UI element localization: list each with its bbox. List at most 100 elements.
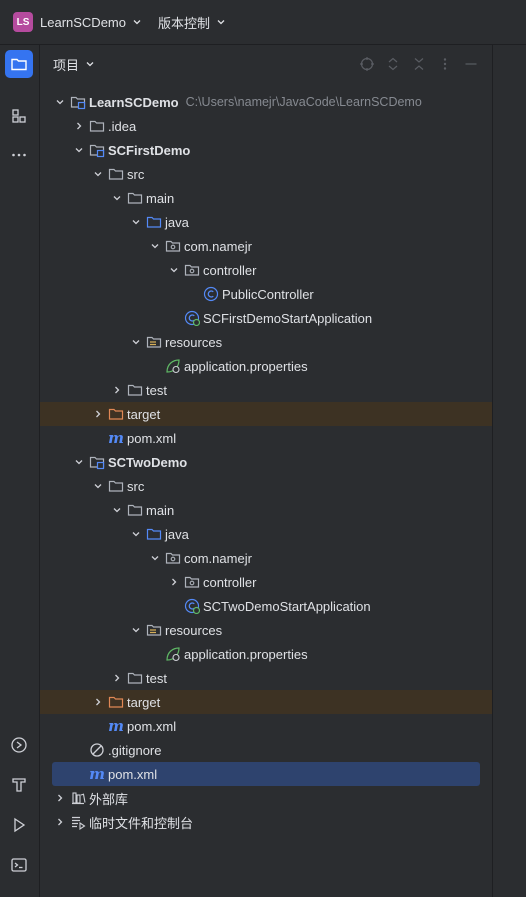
- tree-row-m1-pkg[interactable]: com.namejr: [40, 234, 492, 258]
- tree-label: controller: [203, 262, 257, 278]
- tree-label: java: [165, 214, 189, 230]
- tree-label: resources: [165, 334, 223, 350]
- terminal-tool-icon[interactable]: [5, 851, 33, 879]
- options-icon[interactable]: [436, 55, 454, 73]
- tree-row-scratch[interactable]: 临时文件和控制台: [40, 810, 492, 834]
- tree-row-m1[interactable]: SCFirstDemo: [40, 138, 492, 162]
- chevron-down-icon[interactable]: [128, 622, 144, 638]
- chevron-right-icon[interactable]: [52, 814, 68, 830]
- more-tools-icon[interactable]: [5, 141, 33, 169]
- chevron-down-icon[interactable]: [166, 262, 182, 278]
- tree-row-m1-java[interactable]: java: [40, 210, 492, 234]
- chevron-down-icon[interactable]: [90, 478, 106, 494]
- collapse-all-icon[interactable]: [410, 55, 428, 73]
- folder-icon: [89, 118, 105, 134]
- spring-properties-icon: [165, 358, 181, 374]
- tree-row-m1-props[interactable]: application.properties: [40, 354, 492, 378]
- folder-icon: [108, 166, 124, 182]
- folder-icon: [108, 478, 124, 494]
- chevron-down-icon[interactable]: [109, 190, 125, 206]
- chevron-down-icon[interactable]: [71, 454, 87, 470]
- services-tool-icon[interactable]: [5, 731, 33, 759]
- structure-tool-icon[interactable]: [5, 102, 33, 130]
- tree-row-m2-props[interactable]: application.properties: [40, 642, 492, 666]
- chevron-down-icon[interactable]: [90, 166, 106, 182]
- tree-row-m1-res[interactable]: resources: [40, 330, 492, 354]
- project-badge[interactable]: LS: [13, 12, 33, 32]
- chevron-right-icon[interactable]: [166, 574, 182, 590]
- minimize-icon[interactable]: [462, 55, 480, 73]
- project-name[interactable]: LearnSCDemo: [40, 14, 126, 30]
- vcs-menu[interactable]: 版本控制: [158, 15, 211, 31]
- maven-icon: m: [89, 765, 105, 783]
- tree-row-m1-target[interactable]: target: [40, 402, 492, 426]
- chevron-right-icon[interactable]: [71, 118, 87, 134]
- chevron-right-icon[interactable]: [52, 790, 68, 806]
- project-tool-icon[interactable]: [5, 50, 33, 78]
- class-icon: [203, 286, 219, 302]
- tree-spacer: [185, 286, 201, 302]
- chevron-right-icon[interactable]: [109, 670, 125, 686]
- tree-row-m1-app[interactable]: SCFirstDemoStartApplication: [40, 306, 492, 330]
- tree-row-m2-res[interactable]: resources: [40, 618, 492, 642]
- tree-row-m2-target[interactable]: target: [40, 690, 492, 714]
- panel-title[interactable]: 项目: [53, 57, 80, 73]
- chevron-down-icon[interactable]: [147, 238, 163, 254]
- chevron-right-icon[interactable]: [90, 406, 106, 422]
- tree-row-m2-test[interactable]: test: [40, 666, 492, 690]
- tree-row-m2-main[interactable]: main: [40, 498, 492, 522]
- chevron-down-icon[interactable]: [85, 59, 95, 69]
- folder-icon: [127, 382, 143, 398]
- tree-row-m1-test[interactable]: test: [40, 378, 492, 402]
- chevron-right-icon[interactable]: [90, 694, 106, 710]
- tree-row-m1-pc[interactable]: PublicController: [40, 282, 492, 306]
- tree-row-m1-ctrl[interactable]: controller: [40, 258, 492, 282]
- spring-properties-icon: [165, 646, 181, 662]
- panel-header: 项目: [40, 45, 492, 83]
- tree-label: resources: [165, 622, 223, 638]
- chevron-down-icon[interactable]: [128, 526, 144, 542]
- maven-icon: m: [108, 429, 124, 447]
- tree-row-m2[interactable]: SCTwoDemo: [40, 450, 492, 474]
- chevron-down-icon[interactable]: [128, 334, 144, 350]
- chevron-down-icon[interactable]: [128, 214, 144, 230]
- chevron-down-icon[interactable]: [52, 94, 68, 110]
- tree-row-m1-src[interactable]: src: [40, 162, 492, 186]
- tree-label: src: [127, 166, 145, 182]
- chevron-right-icon[interactable]: [109, 382, 125, 398]
- tree-label: target: [127, 694, 161, 710]
- folder-icon: [127, 190, 143, 206]
- tree-path: C:\Users\namejr\JavaCode\LearnSCDemo: [185, 95, 422, 109]
- tree-row-m2-src[interactable]: src: [40, 474, 492, 498]
- spring-class-icon: [184, 310, 200, 326]
- tree-spacer: [90, 718, 106, 734]
- package-icon: [165, 550, 181, 566]
- chevron-down-icon[interactable]: [132, 17, 142, 27]
- tree-row-idea[interactable]: .idea: [40, 114, 492, 138]
- chevron-down-icon[interactable]: [71, 142, 87, 158]
- tree-row-extlib[interactable]: 外部库: [40, 786, 492, 810]
- chevron-down-icon[interactable]: [216, 17, 226, 27]
- tree-row-m2-java[interactable]: java: [40, 522, 492, 546]
- build-tool-icon[interactable]: [5, 771, 33, 799]
- tree-row-m1-main[interactable]: main: [40, 186, 492, 210]
- chevron-down-icon[interactable]: [147, 550, 163, 566]
- tree-row-m2-pkg[interactable]: com.namejr: [40, 546, 492, 570]
- right-panel-edge: [492, 45, 526, 897]
- tree-row-gitignore[interactable]: .gitignore: [40, 738, 492, 762]
- tree-label: .gitignore: [108, 742, 162, 758]
- tree-row-m2-ctrl[interactable]: controller: [40, 570, 492, 594]
- run-tool-icon[interactable]: [5, 811, 33, 839]
- expand-all-icon[interactable]: [384, 55, 402, 73]
- library-icon: [70, 790, 86, 806]
- module-folder-icon: [89, 454, 105, 470]
- tree-label: com.namejr: [184, 550, 252, 566]
- locate-icon[interactable]: [358, 55, 376, 73]
- tree-row-m2-app[interactable]: SCTwoDemoStartApplication: [40, 594, 492, 618]
- tree-label: test: [146, 670, 167, 686]
- chevron-down-icon[interactable]: [109, 502, 125, 518]
